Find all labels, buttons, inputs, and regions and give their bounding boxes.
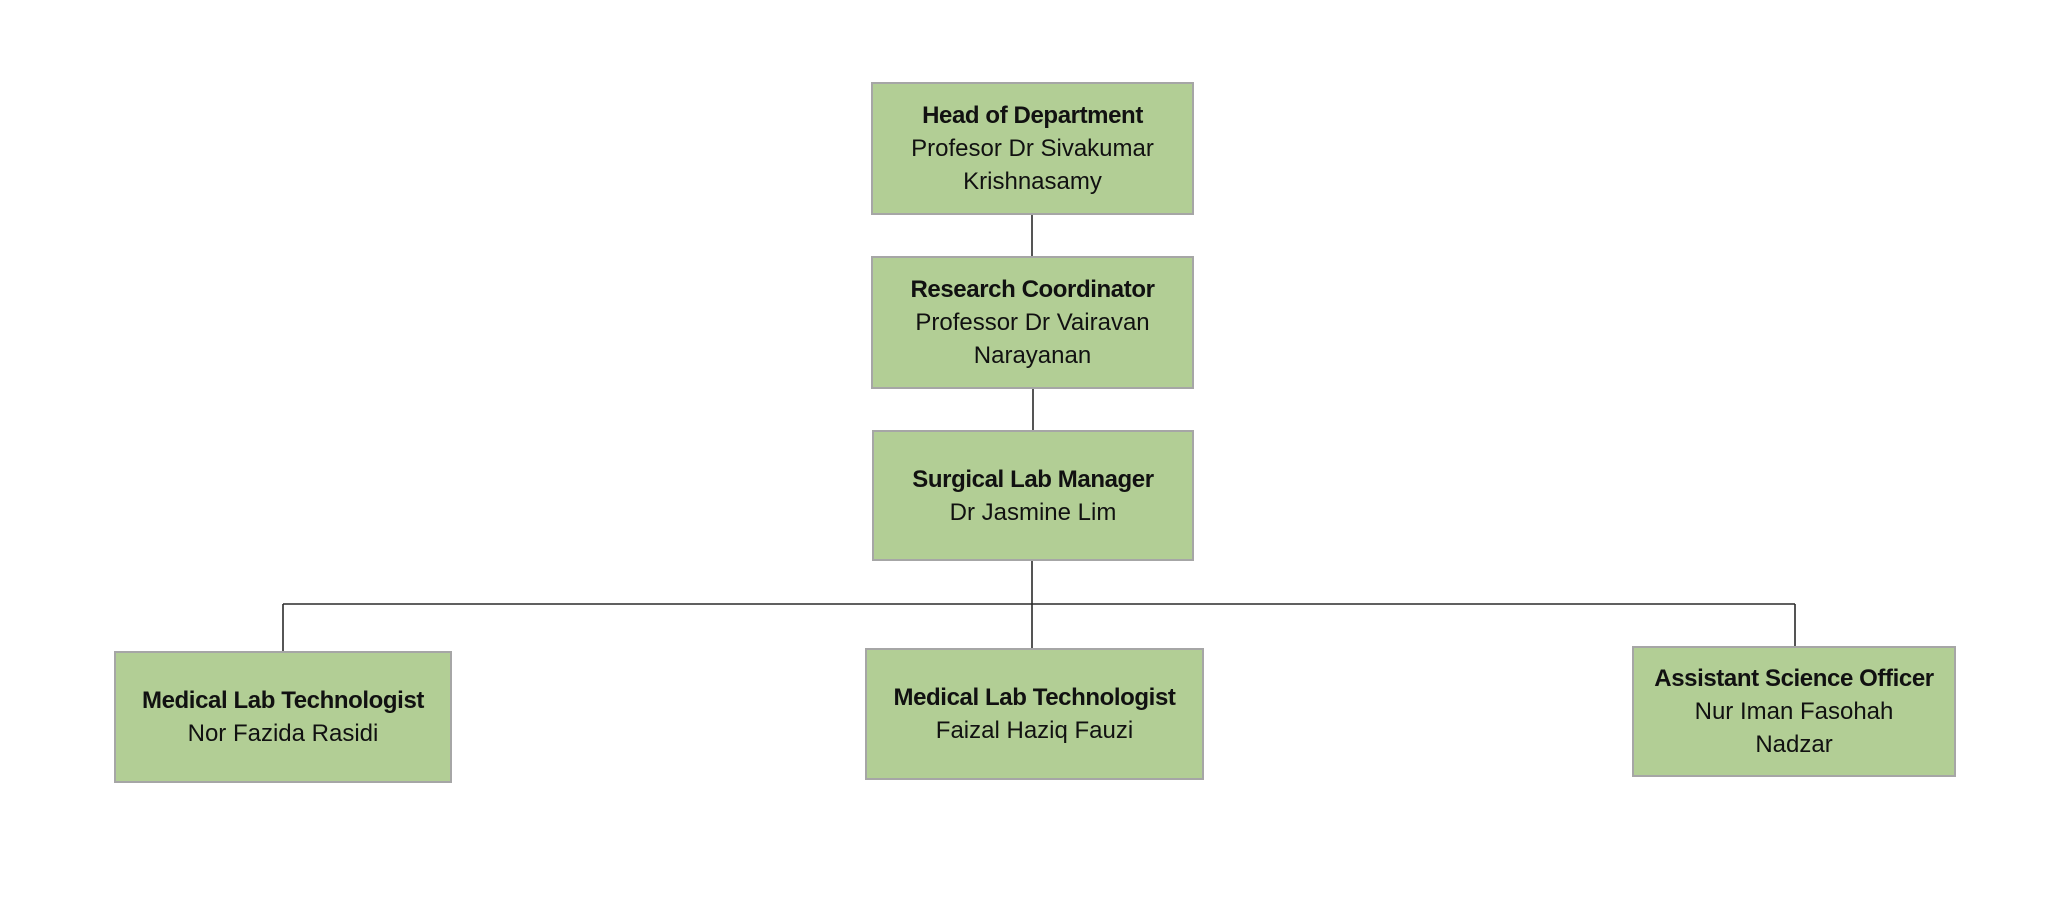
node-person-name: Dr Jasmine Lim [949,498,1117,526]
node-title: Head of Department [922,102,1143,129]
node-person-name: Nor Fazida Rasidi [187,720,379,747]
node-title: Assistant Science Officer [1654,665,1934,692]
node-medical-lab-technologist-1: Medical Lab Technologist Nor Fazida Rasi… [114,651,452,783]
node-title: Medical Lab Technologist [142,687,424,714]
node-assistant-science-officer: Assistant Science Officer Nur Iman Fasoh… [1632,646,1956,777]
node-person-name: Faizal Haziq Fauzi [935,717,1134,744]
node-head-of-department: Head of Department Profesor Dr Sivakumar… [871,82,1194,215]
node-research-coordinator: Research Coordinator Professor Dr Vairav… [871,256,1194,389]
node-medical-lab-technologist-2: Medical Lab Technologist Faizal Haziq Fa… [865,648,1204,780]
node-person-name: Profesor Dr Sivakumar Krishnasamy [911,135,1154,195]
node-title: Surgical Lab Manager [912,465,1154,493]
node-surgical-lab-manager: Surgical Lab Manager Dr Jasmine Lim [872,430,1194,561]
node-title: Medical Lab Technologist [893,684,1176,711]
node-title: Research Coordinator [910,276,1155,303]
node-person-name: Professor Dr Vairavan Narayanan [915,309,1150,369]
node-person-name: Nur Iman Fasohah Nadzar [1694,698,1894,758]
